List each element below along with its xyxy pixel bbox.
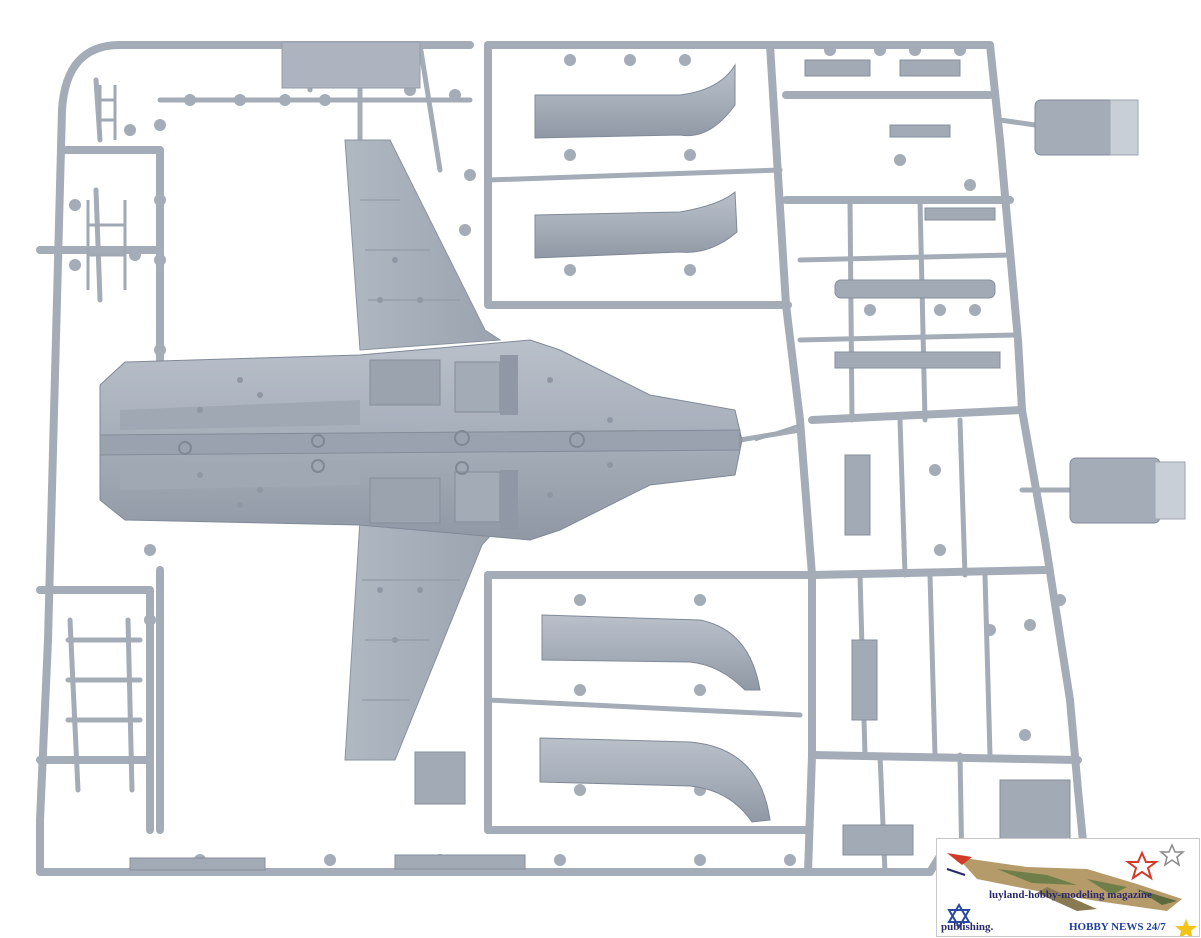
watermark-badge: luyland-hobby-modeling magazine publishi… xyxy=(936,838,1200,937)
engine-nozzles xyxy=(1034,99,1186,524)
ladder-parts xyxy=(86,85,801,442)
gate-knobs xyxy=(69,44,1066,866)
star-icon xyxy=(1125,850,1159,881)
watermark-line-2: publishing. xyxy=(941,921,994,933)
star-yellow-icon xyxy=(1175,919,1197,936)
watermark-line-3: HOBBY NEWS 24/7 xyxy=(1069,921,1166,933)
intake-ducts xyxy=(534,63,771,823)
badge-artwork xyxy=(946,843,1197,936)
fuselage-part xyxy=(99,139,743,761)
sprue-gates xyxy=(65,42,1073,875)
star-icon-2 xyxy=(1158,843,1186,867)
sprue-tab xyxy=(281,41,421,89)
watermark-line-1: luyland-hobby-modeling magazine xyxy=(989,889,1152,901)
star-of-david-icon xyxy=(947,903,971,929)
